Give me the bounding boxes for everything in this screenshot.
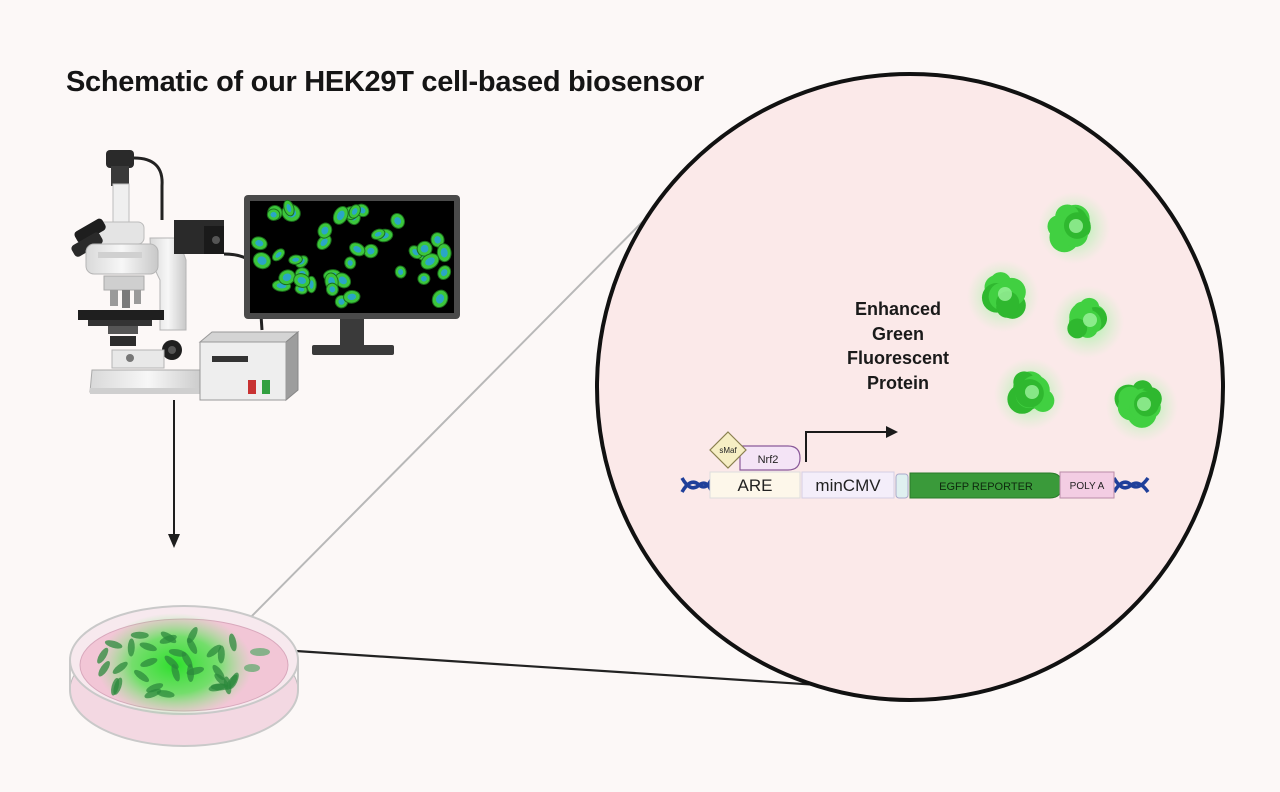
cell xyxy=(244,664,260,672)
gfp-protein-icon xyxy=(1038,192,1110,264)
gfp-protein-icon xyxy=(994,358,1066,430)
mincmv-label: minCMV xyxy=(815,476,881,495)
cell xyxy=(349,242,366,257)
gfp-protein-icon xyxy=(1052,286,1124,358)
nrf2-label: Nrf2 xyxy=(758,454,779,466)
cell xyxy=(111,677,120,696)
gfp-protein-group xyxy=(967,192,1178,442)
cell xyxy=(251,236,268,251)
microscope-icon xyxy=(71,150,207,394)
cell xyxy=(317,222,333,239)
cell xyxy=(104,640,123,649)
cell xyxy=(332,206,349,225)
cell xyxy=(348,204,361,219)
dna-helix-icon xyxy=(1112,476,1150,494)
cell xyxy=(293,273,311,288)
gfp-protein-icon xyxy=(1106,370,1178,442)
are-element xyxy=(709,471,801,499)
cell xyxy=(144,688,162,699)
cell xyxy=(168,648,187,657)
spacer-element xyxy=(895,473,909,499)
cell xyxy=(316,234,332,250)
cell xyxy=(206,644,222,658)
protein-label-line4: Protein xyxy=(867,373,929,393)
page-title: Schematic of our HEK29T cell-based biose… xyxy=(66,66,704,98)
cell xyxy=(325,282,339,297)
cell xyxy=(139,642,157,652)
cell xyxy=(127,638,135,657)
gene-construct: ARE minCMV EGFP REPORTER POLY A Nrf2 sMa… xyxy=(680,426,1150,499)
cell xyxy=(370,228,386,240)
fluorescent-cells xyxy=(251,199,452,309)
cell xyxy=(266,208,281,221)
cell xyxy=(130,631,149,639)
protein-label: Enhanced Green Fluorescent Protein xyxy=(847,299,949,393)
cell xyxy=(417,272,431,285)
cell xyxy=(344,256,357,270)
power-controller-icon xyxy=(198,330,300,402)
cell xyxy=(112,661,128,674)
cell xyxy=(437,265,452,281)
cell xyxy=(156,690,175,698)
cell xyxy=(250,648,270,656)
nrf2-factor xyxy=(739,445,801,471)
cell xyxy=(436,243,452,263)
cell xyxy=(171,664,180,682)
cell xyxy=(278,269,296,286)
smaf-factor xyxy=(709,431,747,469)
cell xyxy=(98,661,110,677)
cell xyxy=(416,240,433,257)
cell xyxy=(363,243,379,259)
cell xyxy=(187,626,198,644)
petri-dish-icon xyxy=(69,605,299,747)
down-arrow xyxy=(168,400,180,548)
dish-cells xyxy=(97,626,270,699)
protein-label-line2: Green xyxy=(872,324,924,344)
cell xyxy=(186,666,205,676)
cell xyxy=(343,289,361,304)
smaf-label: sMaf xyxy=(719,446,737,455)
cell xyxy=(252,252,272,270)
protein-label-line1: Enhanced xyxy=(855,299,941,319)
mincmv-element xyxy=(801,471,895,499)
cell xyxy=(283,199,295,217)
cell xyxy=(210,683,229,691)
cell xyxy=(394,265,407,279)
cell xyxy=(146,683,164,693)
cell xyxy=(334,272,352,289)
cell xyxy=(164,655,179,669)
polya-label: POLY A xyxy=(1070,481,1105,492)
cell xyxy=(223,676,232,695)
camera-box-icon xyxy=(174,220,264,331)
cell xyxy=(217,645,225,664)
transcription-start-arrow xyxy=(805,426,898,462)
cell xyxy=(229,633,237,652)
cell xyxy=(288,254,303,265)
egfp-label: EGFP REPORTER xyxy=(939,481,1033,493)
cell xyxy=(271,248,286,262)
monitor-icon xyxy=(244,195,460,355)
cell xyxy=(97,647,109,664)
cell xyxy=(430,232,445,248)
protein-label-line3: Fluorescent xyxy=(847,348,949,368)
cell xyxy=(160,631,177,644)
cell xyxy=(228,672,239,690)
cell xyxy=(420,253,440,270)
gfp-protein-icon xyxy=(967,260,1039,332)
cell xyxy=(134,669,150,683)
cell xyxy=(140,657,158,668)
are-label: ARE xyxy=(738,476,773,495)
zoom-lines xyxy=(239,195,881,691)
dna-helix-icon xyxy=(680,477,714,493)
cell xyxy=(390,213,405,229)
cell xyxy=(431,289,449,309)
polya-element xyxy=(1059,471,1115,499)
